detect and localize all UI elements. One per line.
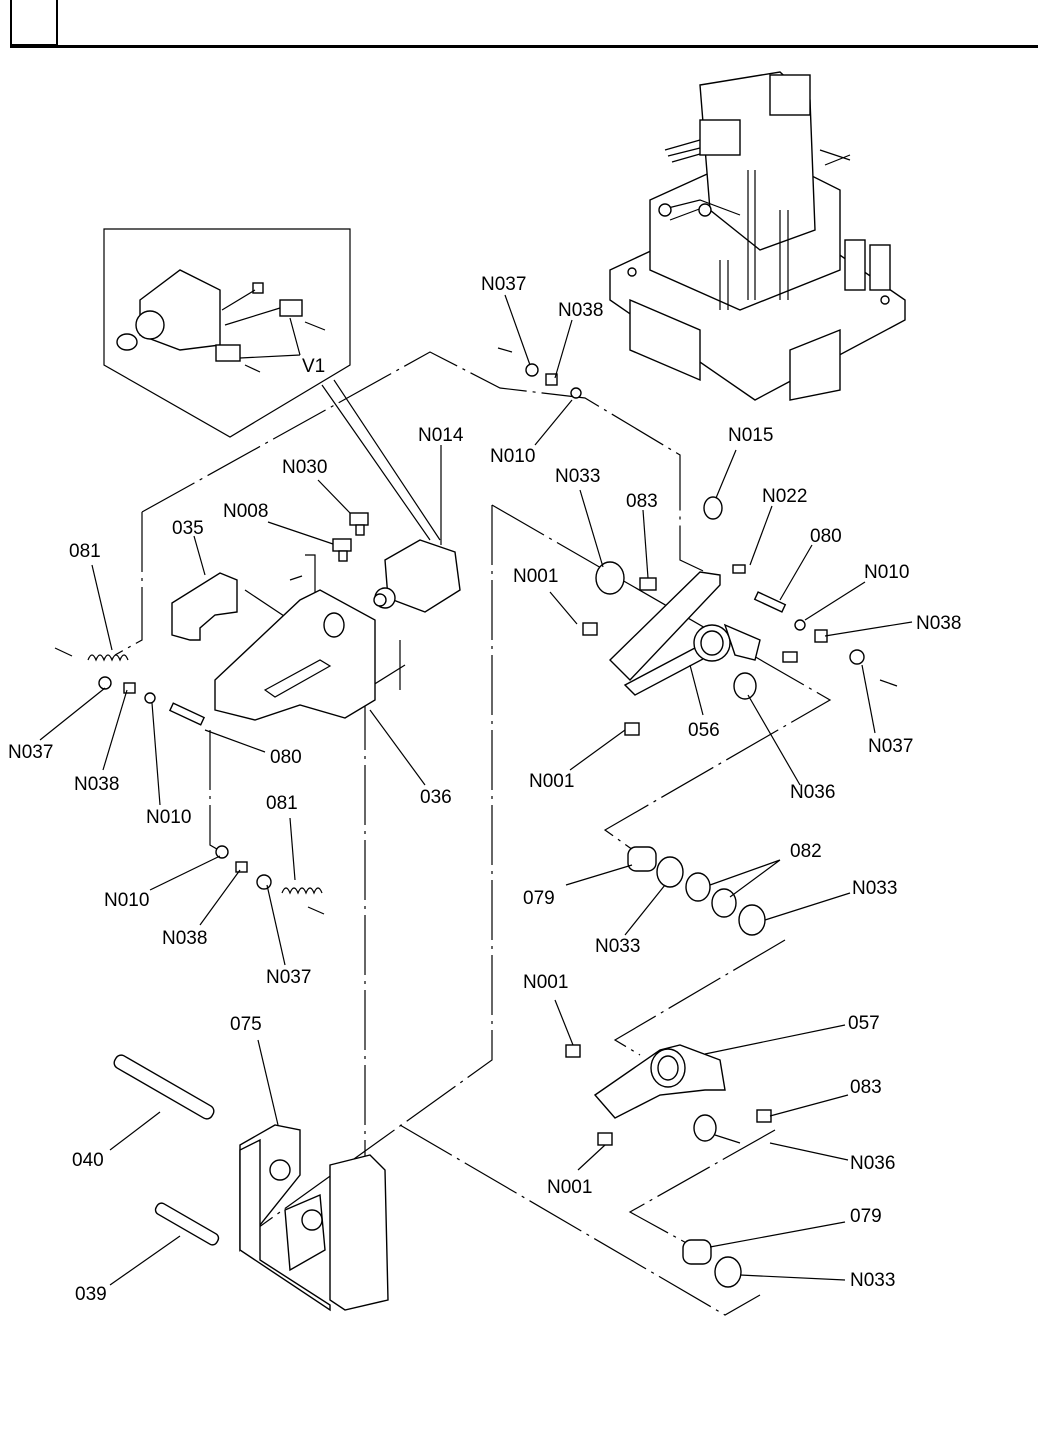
label-081: 081	[266, 793, 298, 814]
label-083: 083	[626, 491, 658, 512]
label-N001: N001	[523, 972, 568, 993]
screw-N001-upper-a	[583, 623, 597, 635]
washer-082-b	[712, 889, 736, 917]
bearing-N033-middle-b	[739, 905, 765, 935]
sleeve-079-middle	[628, 847, 656, 871]
cylinder-N014	[374, 540, 460, 612]
fitting-N030	[350, 513, 368, 535]
label-N010: N010	[104, 890, 149, 911]
label-039: 039	[75, 1284, 107, 1305]
nut-N037-lower	[257, 875, 271, 889]
roller-N015	[704, 497, 722, 519]
bushing-N038-lower	[236, 862, 247, 872]
bearing-N033-middle-a	[657, 857, 683, 887]
frame-075	[240, 1125, 388, 1310]
label-N010: N010	[864, 562, 909, 583]
spring-081-upper	[88, 655, 128, 660]
label-079: 079	[850, 1206, 882, 1227]
label-057: 057	[848, 1013, 880, 1034]
bearing-N033-upper	[596, 562, 624, 594]
label-035: 035	[172, 518, 204, 539]
e-ring-N010-top	[571, 388, 581, 398]
label-N038: N038	[74, 774, 119, 795]
screw-lower-left	[308, 907, 324, 914]
screw-N001-lower-a	[566, 1045, 580, 1057]
setscrew-upper-right	[783, 652, 797, 662]
spring-081-lower	[282, 888, 322, 893]
label-N038: N038	[916, 613, 961, 634]
roller-N036-lower	[694, 1115, 716, 1141]
label-081: 081	[69, 541, 101, 562]
sleeve-079-lower	[683, 1240, 711, 1264]
assembly-overview-illustration	[610, 72, 905, 400]
screw-N001-upper-b	[625, 723, 639, 735]
label-N008: N008	[223, 501, 268, 522]
label-N037: N037	[868, 736, 913, 757]
label-N033: N033	[850, 1270, 895, 1291]
e-ring-N010-lower	[216, 846, 228, 858]
washer-082-a	[686, 873, 710, 901]
part-labels: N037 N038 N010 N014 N030 N008 035 081 N0…	[8, 274, 961, 1305]
label-N001: N001	[529, 771, 574, 792]
label-056: 056	[688, 720, 720, 741]
label-083: 083	[850, 1077, 882, 1098]
label-036: 036	[420, 787, 452, 808]
label-N015: N015	[728, 425, 773, 446]
e-ring-N010-right	[795, 620, 805, 630]
label-N033: N033	[555, 466, 600, 487]
e-ring-N010-upper-left	[145, 693, 155, 703]
label-N037: N037	[481, 274, 526, 295]
label-N022: N022	[762, 486, 807, 507]
nut-N037-top	[526, 364, 538, 376]
fitting-N008	[333, 539, 351, 561]
screw-top-center	[498, 348, 512, 352]
shaft-039	[154, 1201, 221, 1246]
label-040: 040	[72, 1150, 104, 1171]
screw-upper-left	[55, 648, 72, 656]
shaft-040	[112, 1053, 216, 1121]
label-V1: V1	[302, 356, 325, 377]
inset-detail-sensor-assembly: V1	[104, 229, 350, 437]
label-079: 079	[523, 888, 555, 909]
lever-057	[595, 1045, 725, 1118]
bracket-035	[172, 573, 237, 640]
leader-lines	[40, 295, 912, 1285]
label-N010: N010	[490, 446, 535, 467]
pin-083-upper	[640, 578, 656, 590]
label-N010: N010	[146, 807, 191, 828]
label-N036: N036	[790, 782, 835, 803]
label-N001: N001	[547, 1177, 592, 1198]
label-075: 075	[230, 1014, 262, 1035]
label-N037: N037	[8, 742, 53, 763]
label-080: 080	[810, 526, 842, 547]
label-N014: N014	[418, 425, 464, 446]
construction-lines	[115, 352, 830, 1315]
label-080: 080	[270, 747, 302, 768]
label-N033: N033	[595, 936, 640, 957]
screw-right	[880, 680, 897, 686]
setscrew-N022	[733, 565, 745, 573]
pin-083-lower	[757, 1110, 771, 1122]
bushing-N038-upper-left	[124, 683, 135, 693]
screw-bracket	[290, 576, 302, 580]
label-N001: N001	[513, 566, 558, 587]
bearing-N033-lower	[715, 1257, 741, 1287]
screw-N001-lower-b	[598, 1133, 612, 1145]
roller-N036-upper	[734, 673, 756, 699]
label-082: 082	[790, 841, 822, 862]
label-N030: N030	[282, 457, 327, 478]
label-N036: N036	[850, 1153, 895, 1174]
label-N037: N037	[266, 967, 311, 988]
label-N038: N038	[162, 928, 207, 949]
pin-080-left	[170, 703, 204, 725]
nut-N037-right	[850, 650, 864, 664]
label-N033: N033	[852, 878, 897, 899]
base-plate-036	[215, 590, 375, 720]
nut-N037-upper-left	[99, 677, 111, 689]
pin-080-right	[755, 592, 786, 612]
label-N038: N038	[558, 300, 603, 321]
